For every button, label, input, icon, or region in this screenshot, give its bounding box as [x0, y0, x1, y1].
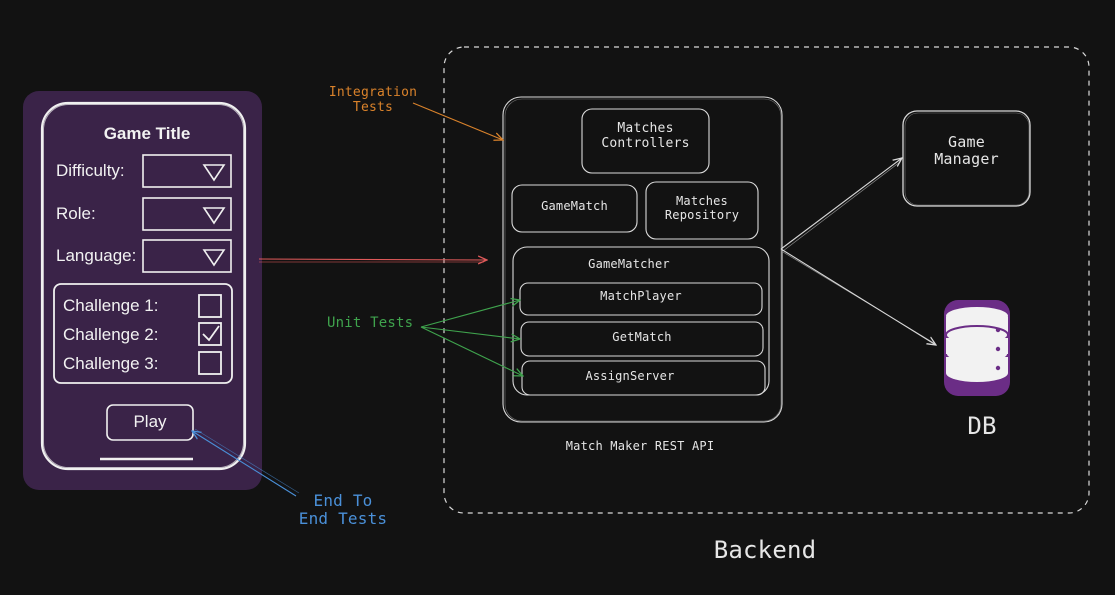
role-label: Role: [56, 204, 96, 223]
game-match-box [511, 184, 638, 233]
game-title: Game Title [103, 124, 191, 143]
backend-container [443, 46, 1090, 514]
integration-tests-label: Integration Tests [328, 85, 418, 115]
unit-tests-label: Unit Tests [327, 315, 414, 331]
matches-controllers-box [581, 108, 710, 174]
matches-repository-box [645, 181, 759, 240]
challenge-3-label: Challenge 3: [63, 354, 159, 373]
mobile-app-background [23, 91, 262, 490]
phone-outline [40, 101, 247, 471]
assign-server-label: AssignServer [585, 369, 675, 383]
unit-tests-arrow-1 [420, 300, 520, 328]
e2e-tests-label: End To End Tests [298, 491, 388, 529]
unit-tests-arrow-3 [420, 326, 523, 376]
difficulty-dropdown[interactable] [142, 154, 232, 188]
backend-label: Backend [713, 536, 817, 564]
checkbox-icon[interactable] [198, 322, 222, 346]
language-dropdown[interactable] [142, 239, 232, 273]
challenges-box [53, 283, 233, 384]
role-dropdown[interactable] [142, 197, 232, 231]
arrow-to-game-manager [780, 158, 902, 250]
challenge-1-label: Challenge 1: [63, 296, 159, 315]
e2e-tests-arrow [192, 431, 297, 497]
triangle-down-icon [202, 164, 226, 182]
phone-outline-sketch [43, 104, 244, 468]
checkbox-icon[interactable] [198, 294, 222, 318]
matches-repository-label: Matches Repository [664, 194, 740, 222]
database-icon [944, 300, 1010, 396]
play-button-outline[interactable] [106, 404, 194, 441]
rest-api-box [502, 96, 783, 423]
rest-api-label: Match Maker REST API [565, 439, 715, 453]
checkmark-icon [202, 325, 220, 342]
app-to-api-arrow [258, 259, 487, 260]
play-button[interactable]: Play [133, 412, 167, 431]
matches-controllers-label: Matches Controllers [601, 121, 690, 151]
game-matcher-title: GameMatcher [588, 257, 670, 271]
integration-tests-arrow [412, 102, 503, 140]
challenge-2-label: Challenge 2: [63, 325, 159, 344]
triangle-down-icon [202, 207, 226, 225]
checkbox-icon[interactable] [198, 351, 222, 375]
assign-server-box [521, 360, 766, 396]
triangle-down-icon [202, 249, 226, 267]
language-label: Language: [56, 246, 137, 265]
difficulty-label: Difficulty: [56, 161, 125, 180]
match-player-label: MatchPlayer [600, 289, 682, 303]
unit-tests-arrow-2 [420, 326, 520, 339]
game-match-label: GameMatch [541, 199, 608, 213]
get-match-label: GetMatch [612, 330, 672, 344]
game-manager-label: Game Manager [934, 133, 999, 169]
db-label: DB [967, 412, 997, 440]
